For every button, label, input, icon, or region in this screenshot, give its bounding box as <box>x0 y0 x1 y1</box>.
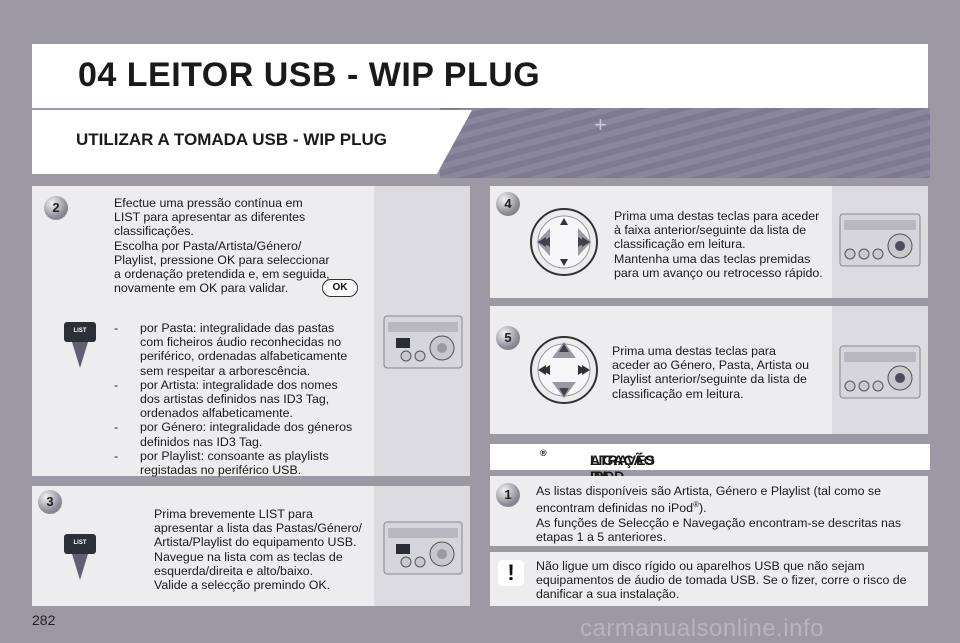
step-2-bullets: por Pasta: integralidade das pastas com … <box>114 321 374 477</box>
bullet-genero: por Género: integralidade dos géneros de… <box>114 420 374 448</box>
list-label: LIST <box>74 328 87 334</box>
header-stripes <box>440 108 930 178</box>
nav-pad-up-down-icon <box>530 336 598 404</box>
page-number: 282 <box>32 612 56 628</box>
step-4-instructions: Prima uma destas teclas para aceder à fa… <box>614 209 823 280</box>
step-3-number-badge: 3 <box>38 490 62 514</box>
ipod-text: As listas disponíveis são Artista, Géner… <box>536 484 902 544</box>
section-subtitle: UTILIZAR A TOMADA USB - WIP PLUG <box>76 130 388 149</box>
step-4-number-badge: 4 <box>496 192 520 216</box>
title-bar: 04 LEITOR USB - WIP PLUG <box>32 44 928 108</box>
bullet-pasta: por Pasta: integralidade das pastas com … <box>114 321 374 378</box>
ok-button-icon: OK <box>322 279 358 297</box>
step-5-instructions: Prima uma destas teclas para aceder ao G… <box>612 344 809 401</box>
radio-unit-image <box>383 315 463 369</box>
radio-unit-image <box>383 521 463 575</box>
list-button-icon: LIST <box>64 534 96 580</box>
nav-pad-left-right-icon <box>530 208 598 276</box>
watermark: carmanualsonline.info <box>580 615 824 642</box>
warning-text: Não ligue um disco rígido ou aparelhos U… <box>536 559 907 602</box>
list-label: LIST <box>74 540 87 546</box>
list-button-icon: LIST <box>64 322 96 368</box>
bullet-playlist: por Playlist: consoante as playlists reg… <box>114 449 374 477</box>
step-2-number-badge: 2 <box>44 196 68 220</box>
radio-unit-image <box>839 213 921 267</box>
page-title: 04 LEITOR USB - WIP PLUG <box>78 56 541 94</box>
subtitle-bar: UTILIZAR A TOMADA USB - WIP PLUG <box>32 110 472 174</box>
warning-icon: ! <box>498 560 524 586</box>
ipod-panel <box>490 476 928 546</box>
ipod-number-badge: 1 <box>496 483 520 507</box>
step-3-instructions: Prima brevemente LIST para apresentar a … <box>154 507 363 593</box>
step-5-number-badge: 5 <box>496 326 520 350</box>
step-2-instructions: Efectue uma pressão contínua em LIST par… <box>114 196 330 296</box>
plus-decoration-icon: + <box>594 112 607 137</box>
ipod-section-heading: LIGAÇÃO IPOD® ATRAVÉS DA TOMADA USB <box>490 444 930 516</box>
radio-unit-image <box>839 345 921 399</box>
bullet-artista: por Artista: integralidade dos nomes dos… <box>114 378 374 421</box>
warning-panel <box>490 552 928 606</box>
